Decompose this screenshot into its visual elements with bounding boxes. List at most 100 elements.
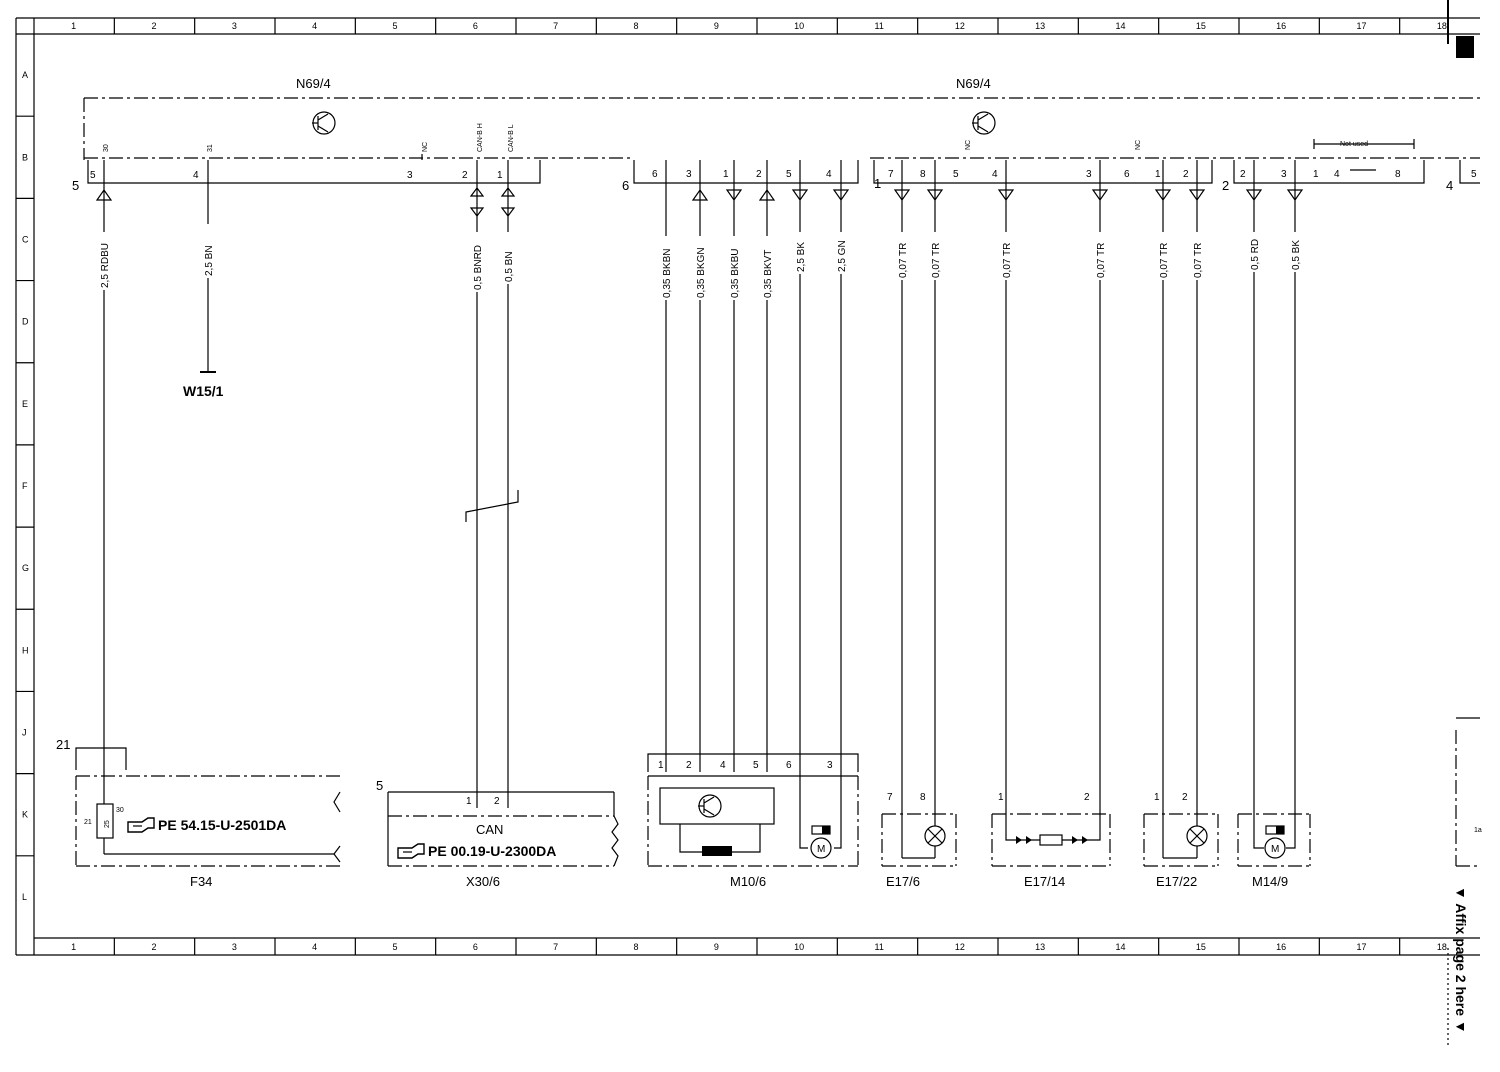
connector-6-pins: 6 3 1 2 5 4	[652, 169, 832, 180]
wire-label: 0,35 BKVT	[763, 250, 774, 298]
pin-number: 5	[953, 169, 959, 180]
grid-row-letter: L	[22, 892, 27, 902]
grid-column-number: 13	[1035, 21, 1045, 31]
pin-number: 30	[116, 807, 124, 814]
connector-number: 1	[874, 176, 881, 191]
grid-column-number: 3	[232, 942, 237, 952]
x30-can-block: 5 1 2 CAN PE 00.19-U-2300DA X30/6	[376, 778, 619, 889]
grid-column-number: 18	[1437, 942, 1447, 952]
pin-number: 4	[992, 169, 998, 180]
grid-row-letter: D	[22, 317, 29, 327]
can-label: CAN	[476, 822, 503, 837]
connector-housings	[87, 139, 1480, 184]
pin-number: 7	[887, 792, 893, 803]
f34-reference: PE 54.15-U-2501DA	[158, 817, 286, 833]
pin-label: 30	[103, 144, 110, 152]
e17-14-label: E17/14	[1024, 874, 1065, 889]
grid-column-number: 15	[1196, 942, 1206, 952]
affix-page-note: ▼ Affix page 2 here ▼	[1453, 886, 1469, 1034]
pin-number: 4	[193, 170, 199, 181]
grid-column-number: 5	[393, 942, 398, 952]
grid-column-number: 2	[152, 21, 157, 31]
pin-number: 1	[998, 792, 1004, 803]
grid-column-number: 12	[955, 942, 965, 952]
wire-label: 2,5 GN	[837, 240, 848, 272]
grid-row-letter: F	[22, 481, 28, 491]
pointing-hand-icon	[397, 843, 425, 859]
grid-row-letter: C	[22, 234, 29, 244]
pin-number: 3	[1086, 169, 1092, 180]
grid-row-letter: E	[22, 399, 28, 409]
pin-number: 2	[1183, 169, 1189, 180]
grid-column-number: 9	[714, 21, 719, 31]
connector-number: 2	[1222, 178, 1229, 193]
grid-column-number: 6	[473, 21, 478, 31]
ground-label: W15/1	[183, 383, 224, 399]
fuse-number: 21	[56, 737, 70, 752]
f34-fuse-block: 21 21 30 25 PE 54.15-U-2501DA F34	[56, 737, 341, 889]
contact-arrows	[95, 187, 1304, 217]
wire-label: 0,5 BK	[1291, 240, 1302, 270]
pin-number: 4	[720, 760, 726, 771]
module-label-left: N69/4	[296, 76, 331, 91]
grid-row-letter: G	[22, 563, 29, 573]
grid-column-number: 18	[1437, 21, 1447, 31]
pin-number: 7	[888, 169, 894, 180]
wire-label: 0,5 BN	[504, 251, 515, 282]
grid-column-number: 10	[794, 21, 804, 31]
m10-label: M10/6	[730, 874, 766, 889]
grid-column-number: 11	[875, 942, 884, 952]
grid-column-number: 4	[312, 942, 317, 952]
grid-column-number: 16	[1276, 942, 1286, 952]
pin-number: 1	[466, 796, 472, 807]
next-page-partial-box: 1a	[1455, 717, 1482, 867]
motor-icon: M	[817, 844, 825, 855]
connector-number: 4	[1446, 178, 1453, 193]
fuse-rating: 25	[104, 820, 111, 828]
pin-number: 4	[826, 169, 832, 180]
grid-column-number: 7	[553, 21, 558, 31]
grid-column-number: 6	[473, 942, 478, 952]
e17-22-label: E17/22	[1156, 874, 1197, 889]
pin-number: 3	[407, 170, 413, 181]
motor-icon: M	[1271, 844, 1279, 855]
pin-number: 2	[686, 760, 692, 771]
wires: 2,5 RDBU 2,5 BN W15/1 0,5 BNRD 0,5 BN 0,…	[100, 160, 1302, 858]
pin-label: CAN-B H	[477, 123, 484, 152]
e17-22-component: 1 2 E17/22	[1143, 792, 1219, 889]
pin-label: NC	[965, 140, 972, 150]
wire-label: 0,5 BNRD	[473, 245, 484, 290]
grid-column-number: 12	[955, 21, 965, 31]
grid-column-number: 8	[634, 942, 639, 952]
grid-column-number: 11	[875, 21, 884, 31]
pin-number: 5	[753, 760, 759, 771]
wire-label: 0,07 TR	[1096, 243, 1107, 278]
wire-label: 0,07 TR	[1002, 243, 1013, 278]
grid-row-letter: B	[22, 152, 28, 162]
pin-number: 2	[1240, 169, 1246, 180]
module-outline	[83, 97, 1480, 160]
left-connector-pins: 5 30 4 31 3 NC 2 CAN-B H 1 CAN-B L	[90, 123, 515, 181]
pin-number: 5	[786, 169, 792, 180]
grid-row-letter: K	[22, 810, 28, 820]
m14-component: M M14/9	[1237, 812, 1311, 889]
pin-number: 4	[1334, 169, 1340, 180]
pin-number: 21	[84, 819, 92, 826]
connector-1-pins: 7 8 5 4 3 6 1 2 NC NC	[888, 140, 1189, 180]
grid-column-number: 17	[1357, 21, 1367, 31]
grid-row-letter: H	[22, 645, 29, 655]
grid-row-letter: J	[22, 728, 27, 738]
grid-column-number: 9	[714, 942, 719, 952]
e17-6-component: 7 8 E17/6	[881, 792, 957, 889]
m10-component: 1 2 4 5 6 3 M M10/6	[647, 753, 859, 889]
pin-number: 1	[658, 760, 664, 771]
pin-label: CAN-B L	[508, 124, 515, 152]
pin-number: 8	[920, 169, 926, 180]
e17-6-label: E17/6	[886, 874, 920, 889]
pin-number: 8	[920, 792, 926, 803]
frame	[15, 0, 1480, 956]
pin-number: 1	[497, 170, 503, 181]
